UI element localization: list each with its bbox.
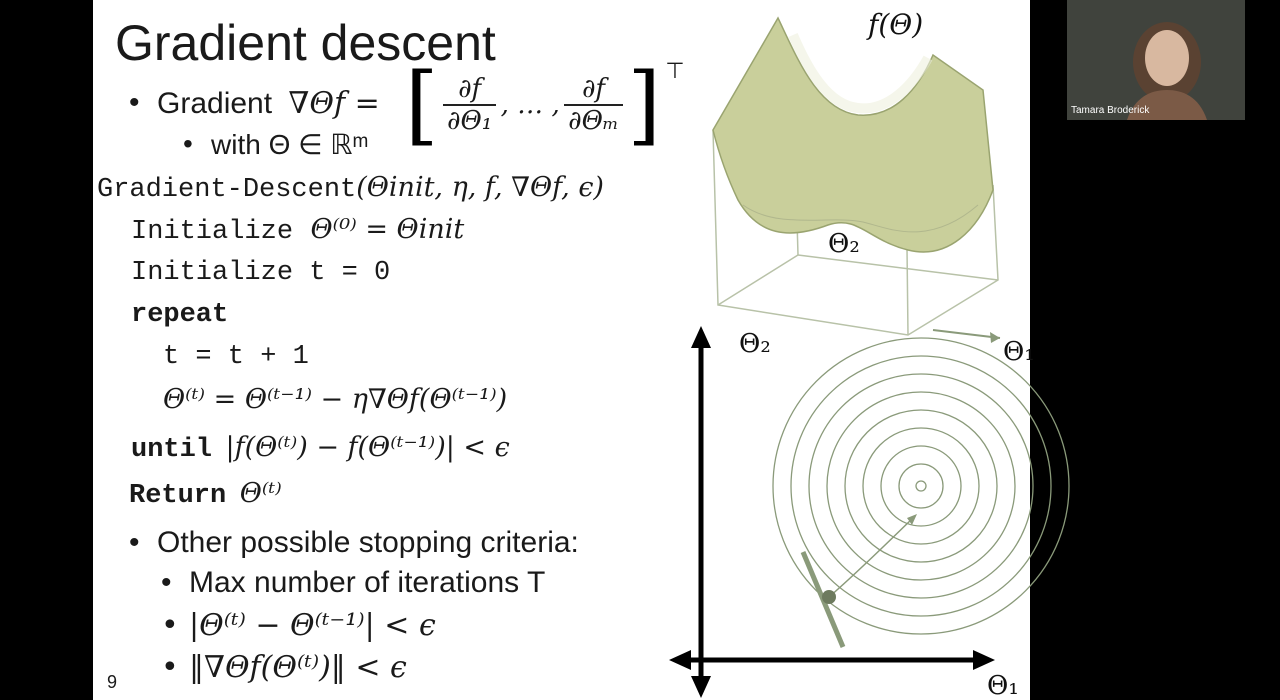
current-point xyxy=(822,590,836,604)
criterion-1-text: Max number of iterations T xyxy=(189,566,546,599)
x-axis-label: Θ₁ xyxy=(987,671,1019,700)
page-number: 9 xyxy=(107,672,118,692)
partial-frac-1: ∂f ∂Θ₁ xyxy=(443,74,497,136)
transpose-mark: ⊤ xyxy=(665,58,685,83)
until-line: until |f(Θ⁽ᵗ⁾) − f(Θ⁽ᵗ⁻¹⁾)| < ϵ xyxy=(131,432,510,465)
until-expr: |f(Θ⁽ᵗ⁾) − f(Θ⁽ᵗ⁻¹⁾)| < ϵ xyxy=(225,432,510,463)
shoulders xyxy=(1127,90,1207,120)
y-axis-arrow-up xyxy=(691,326,711,348)
theta-update-line: Θ⁽ᵗ⁾ = Θ⁽ᵗ⁻¹⁾ − η∇Θf(Θ⁽ᵗ⁻¹⁾) xyxy=(163,384,508,415)
criterion-grad-norm: ‖∇Θf(Θ⁽ᵗ⁾)‖ < ϵ xyxy=(161,650,407,685)
repeat-keyword: repeat xyxy=(131,300,229,330)
frac-separator: , … , xyxy=(500,90,560,120)
with-text: with Θ ∈ ℝᵐ xyxy=(211,129,369,160)
gradient-lhs: ∇Θf = xyxy=(288,86,380,121)
face xyxy=(1145,30,1189,86)
left-bracket: [ xyxy=(405,55,439,155)
t-update-line: t = t + 1 xyxy=(163,342,309,372)
with-bullet: with Θ ∈ ℝᵐ xyxy=(183,128,369,161)
return-line: Return Θ⁽ᵗ⁾ xyxy=(129,478,282,511)
gradient-step-arrow xyxy=(828,517,914,598)
criterion-3-text: ‖∇Θf(Θ⁽ᵗ⁾)‖ < ϵ xyxy=(189,650,407,685)
right-bracket: ] xyxy=(627,55,661,155)
x-axis-arrow-right xyxy=(973,650,995,670)
return-expr: Θ⁽ᵗ⁾ xyxy=(239,478,282,509)
theta1-surface-label: Θ₁ xyxy=(1003,337,1035,367)
surface-plot: f(Θ) Θ₂ Θ₁ xyxy=(712,8,1035,367)
contour-rings xyxy=(772,337,1070,635)
other-criteria-text: Other possible stopping criteria: xyxy=(157,526,579,559)
participant-name: Tamara Broderick xyxy=(1071,105,1150,116)
contour-plot: Θ₂ Θ₁ xyxy=(669,326,1070,700)
init-t-line: Initialize t = 0 xyxy=(131,258,391,288)
y-axis-label: Θ₂ xyxy=(739,329,771,359)
theta1-axis-arrow xyxy=(932,329,1001,339)
other-criteria-bullet: Other possible stopping criteria: xyxy=(129,526,579,560)
slide-title: Gradient descent xyxy=(115,15,496,71)
until-keyword: until xyxy=(131,435,213,465)
gradient-bullet: Gradient ∇Θf = xyxy=(129,86,380,121)
frac-den-1: ∂Θ₁ xyxy=(447,106,493,136)
participant-video xyxy=(1067,0,1245,120)
webcam-tile: Tamara Broderick xyxy=(1067,0,1245,120)
algo-signature: Gradient-Descent(Θinit, η, f, ∇Θf, ϵ) xyxy=(97,172,604,205)
frac-num-m: ∂f xyxy=(564,74,623,106)
y-axis-arrow-down xyxy=(691,676,711,698)
init-kw: Initialize xyxy=(131,217,294,247)
gradient-vector: [ ∂f ∂Θ₁ , … , ∂f ∂Θₘ ] ⊤ xyxy=(405,58,685,157)
slide: Gradient descent Gradient ∇Θf = [ ∂f ∂Θ₁… xyxy=(93,0,1070,700)
criterion-max-iterations: Max number of iterations T xyxy=(161,566,546,600)
theta2-surface-label: Θ₂ xyxy=(828,229,860,259)
frac-num-1: ∂f xyxy=(443,74,497,106)
algo-args: (Θinit, η, f, ∇Θf, ϵ) xyxy=(356,172,604,203)
init-theta-expr: Θ⁽⁰⁾ = Θinit xyxy=(310,214,465,245)
return-keyword: Return xyxy=(129,481,227,511)
frac-den-m: ∂Θₘ xyxy=(568,106,619,136)
algo-name: Gradient-Descent xyxy=(97,175,357,205)
partial-frac-m: ∂f ∂Θₘ xyxy=(564,74,623,136)
gradient-label: Gradient xyxy=(157,87,273,120)
f-theta-label: f(Θ) xyxy=(866,8,923,41)
init-theta-line: Initialize Θ⁽⁰⁾ = Θinit xyxy=(131,214,464,247)
criterion-2-text: |Θ⁽ᵗ⁾ − Θ⁽ᵗ⁻¹⁾| < ϵ xyxy=(189,608,436,643)
x-axis-arrow-left xyxy=(669,650,691,670)
criterion-theta-change: |Θ⁽ᵗ⁾ − Θ⁽ᵗ⁻¹⁾| < ϵ xyxy=(161,608,436,643)
surface xyxy=(712,16,994,253)
